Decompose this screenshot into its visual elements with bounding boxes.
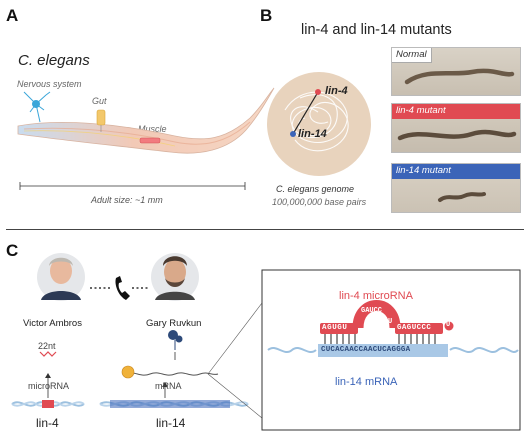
mirna-seq-loop: GAUCC (361, 307, 383, 315)
gut-icon (96, 109, 106, 132)
panel-b-letter: B (260, 6, 273, 25)
ambros-portrait (37, 253, 85, 301)
gut-label: Gut (92, 96, 107, 106)
genome-lin4-label: lin-4 (325, 85, 348, 97)
phone-icon (115, 276, 130, 300)
panel-b-title: lin-4 and lin-14 mutants (301, 22, 452, 38)
microrna-strand (39, 351, 57, 357)
mrna-zoom-label: lin-14 mRNA (335, 376, 398, 388)
gene-lin14-label: lin-14 (156, 416, 186, 430)
mirna-seq-loop-right: U (388, 318, 393, 326)
muscle-label: Muscle (138, 124, 167, 134)
scale-bar (19, 182, 246, 190)
neuron-icon (23, 91, 51, 123)
panel-c-letter: C (6, 241, 19, 260)
adult-size-label: Adult size: ~1 mm (91, 195, 163, 205)
protein-icon (168, 330, 183, 350)
ruvkun-name: Gary Ruvkun (146, 318, 202, 329)
ribosome-icon (121, 365, 135, 379)
mirna-loop (352, 300, 401, 329)
muscle-icon (139, 137, 161, 144)
ambros-name: Victor Ambros (23, 318, 82, 329)
worm-body (17, 87, 275, 154)
photo-lin14-label: lin-14 mutant (392, 164, 520, 179)
photo-normal-label: Normal (392, 48, 432, 63)
genome-lin14-label: lin-14 (298, 128, 327, 140)
genome-bases: 100,000,000 base pairs (272, 197, 367, 207)
photo-normal: Normal (391, 47, 521, 96)
ruvkun-portrait (151, 253, 199, 301)
photo-lin4-mutant: lin-4 mutant (391, 103, 521, 153)
section-divider (6, 229, 524, 230)
mrna-sequence-bar (318, 344, 448, 357)
lin4-locus-dot (315, 89, 321, 95)
mirna-left-bar (320, 323, 358, 334)
nt-label: 22nt (38, 341, 56, 351)
mirna-seq-left: AGUGU (322, 324, 348, 332)
mirna-seq-right: GAGUCCC (397, 324, 432, 332)
mrna-seq: CUCACAACCAACUCAGGGA (321, 346, 411, 354)
lin14-locus-dot (290, 131, 296, 137)
nervous-system-label: Nervous system (17, 79, 82, 89)
mrna-label: mRNA (155, 381, 182, 391)
gene-lin4-label: lin-4 (36, 416, 59, 430)
lin4-gene-block (42, 400, 54, 408)
genome-caption: C. elegans genome (276, 184, 355, 194)
mirna-zoom-label: lin-4 microRNA (339, 290, 413, 302)
photo-lin4-label: lin-4 mutant (392, 104, 520, 119)
microrna-label: microRNA (28, 381, 70, 391)
mirna-seq-end: U (446, 321, 451, 329)
mirna-right-bar (395, 323, 443, 334)
mrna-strand (124, 372, 219, 376)
photo-lin14-mutant: lin-14 mutant (391, 163, 521, 213)
panel-a-letter: A (6, 6, 19, 25)
lin14-gene-block (110, 400, 230, 408)
panel-a-title: C. elegans (18, 52, 90, 69)
